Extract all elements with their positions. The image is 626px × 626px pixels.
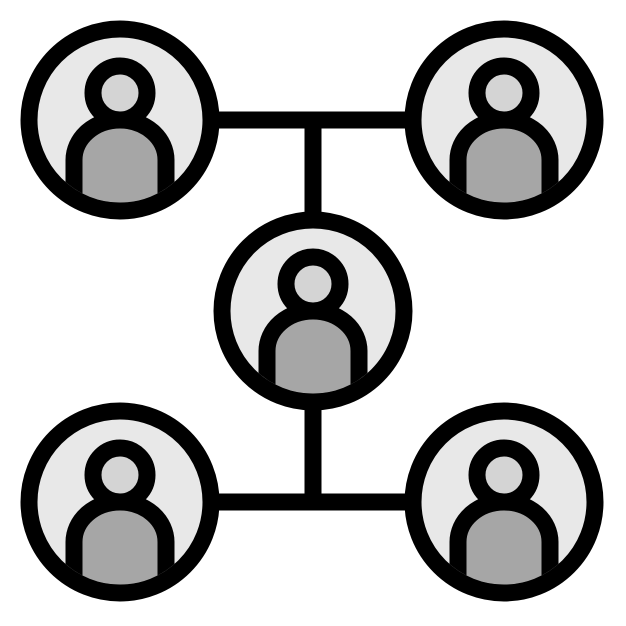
user-node-top-left <box>20 20 220 220</box>
user-head-icon <box>468 57 540 129</box>
node-circle-ring <box>404 402 604 602</box>
connector-lines <box>211 111 413 511</box>
user-head-icon <box>84 57 156 129</box>
user-icon <box>65 439 175 585</box>
user-icon <box>65 57 175 203</box>
node-circle-ring <box>20 402 220 602</box>
node-circle-ring <box>20 20 220 220</box>
user-node-bottom-right <box>404 402 604 602</box>
user-icon <box>449 57 559 203</box>
user-head-icon <box>277 248 349 320</box>
user-icon <box>258 248 368 394</box>
user-node-bottom-left <box>20 402 220 602</box>
user-head-icon <box>84 439 156 511</box>
user-node-center <box>213 211 413 411</box>
node-circle-ring <box>213 211 413 411</box>
user-node-top-right <box>404 20 604 220</box>
user-icon <box>449 439 559 585</box>
user-head-icon <box>468 439 540 511</box>
user-nodes <box>20 20 604 602</box>
node-circle-ring <box>404 20 604 220</box>
